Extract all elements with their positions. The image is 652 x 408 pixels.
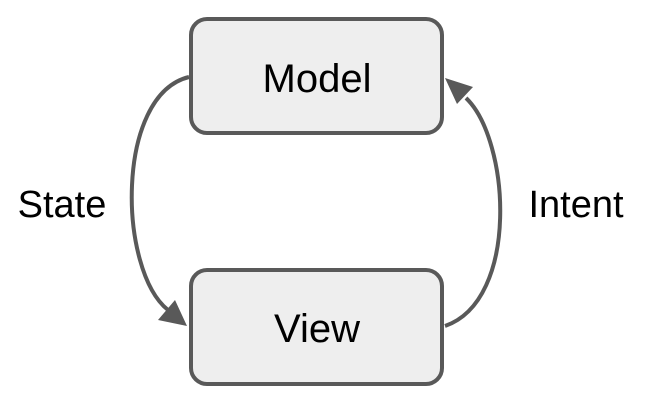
intent-label: Intent <box>528 184 624 226</box>
model-box <box>189 17 444 135</box>
state-arrowhead-icon <box>158 300 187 326</box>
intent-edge: Intent <box>444 78 624 328</box>
view-node: View <box>189 268 444 386</box>
view-label: View <box>274 307 360 351</box>
view-box <box>189 268 444 386</box>
state-arrow-line <box>129 75 190 312</box>
intent-arrowhead-icon <box>445 78 473 104</box>
intent-arrow-line <box>444 96 503 328</box>
state-edge: State <box>18 75 190 326</box>
state-label: State <box>18 184 107 226</box>
model-node: Model <box>189 17 444 135</box>
model-label: Model <box>263 57 372 101</box>
